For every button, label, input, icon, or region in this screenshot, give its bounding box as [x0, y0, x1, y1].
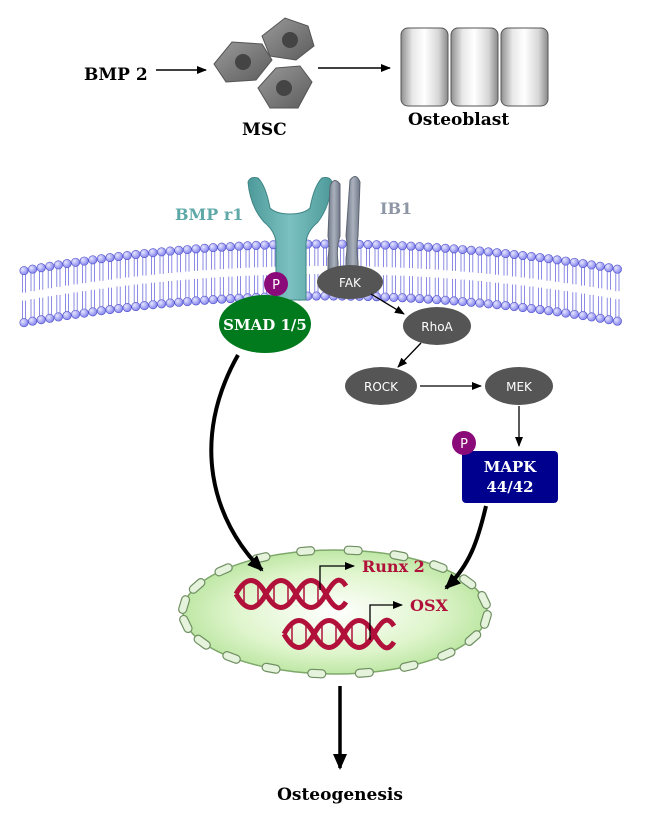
bmp-receptor-icon	[247, 177, 333, 301]
smad-node	[219, 295, 311, 353]
integrin-icon	[327, 176, 361, 273]
mapk-to-nucleus-arrow	[444, 505, 488, 590]
rhoa-label: RhoA	[421, 320, 453, 334]
osx-label: OSX	[410, 596, 448, 615]
bmp2-label: BMP 2	[84, 65, 148, 85]
cell-membrane	[19, 239, 622, 328]
rock-label: ROCK	[364, 380, 399, 394]
runx2-transcription-arrow	[319, 562, 355, 590]
rhoa-node	[403, 307, 471, 345]
mapk-node	[462, 451, 558, 503]
mapk-phospho-label: P	[460, 437, 468, 452]
mapk-phospho-badge	[452, 431, 476, 455]
nucleus	[178, 545, 492, 679]
osteoblast-blocks-icon	[400, 27, 549, 107]
fak-node	[317, 265, 383, 299]
integrin-label: IB1	[380, 199, 412, 218]
smad-label: SMAD 1/5	[223, 316, 307, 334]
nuclear-pores	[178, 545, 492, 679]
fak-label: FAK	[339, 276, 362, 290]
msc-label: MSC	[242, 120, 287, 140]
mapk-label-line2: 44/42	[486, 478, 533, 496]
osteogenesis-label: Osteogenesis	[277, 785, 403, 805]
bmp-receptor-label: BMP r1	[175, 205, 243, 224]
mek-label: MEK	[506, 380, 533, 394]
msc-cells-icon	[213, 17, 315, 109]
rhoa-to-rock-arrow	[397, 342, 422, 368]
fak-to-rhoa-arrow	[370, 293, 405, 315]
smad-phospho-label: P	[272, 278, 280, 293]
osx-transcription-arrow	[369, 601, 403, 640]
smad-to-nucleus-arrow	[209, 354, 264, 572]
mek-node	[485, 367, 553, 405]
rock-node	[345, 367, 417, 405]
mapk-label-line1: MAPK	[484, 458, 538, 476]
osteoblast-label: Osteoblast	[408, 110, 509, 130]
smad-phospho-badge	[264, 272, 288, 296]
runx2-label: Runx 2	[362, 557, 425, 576]
